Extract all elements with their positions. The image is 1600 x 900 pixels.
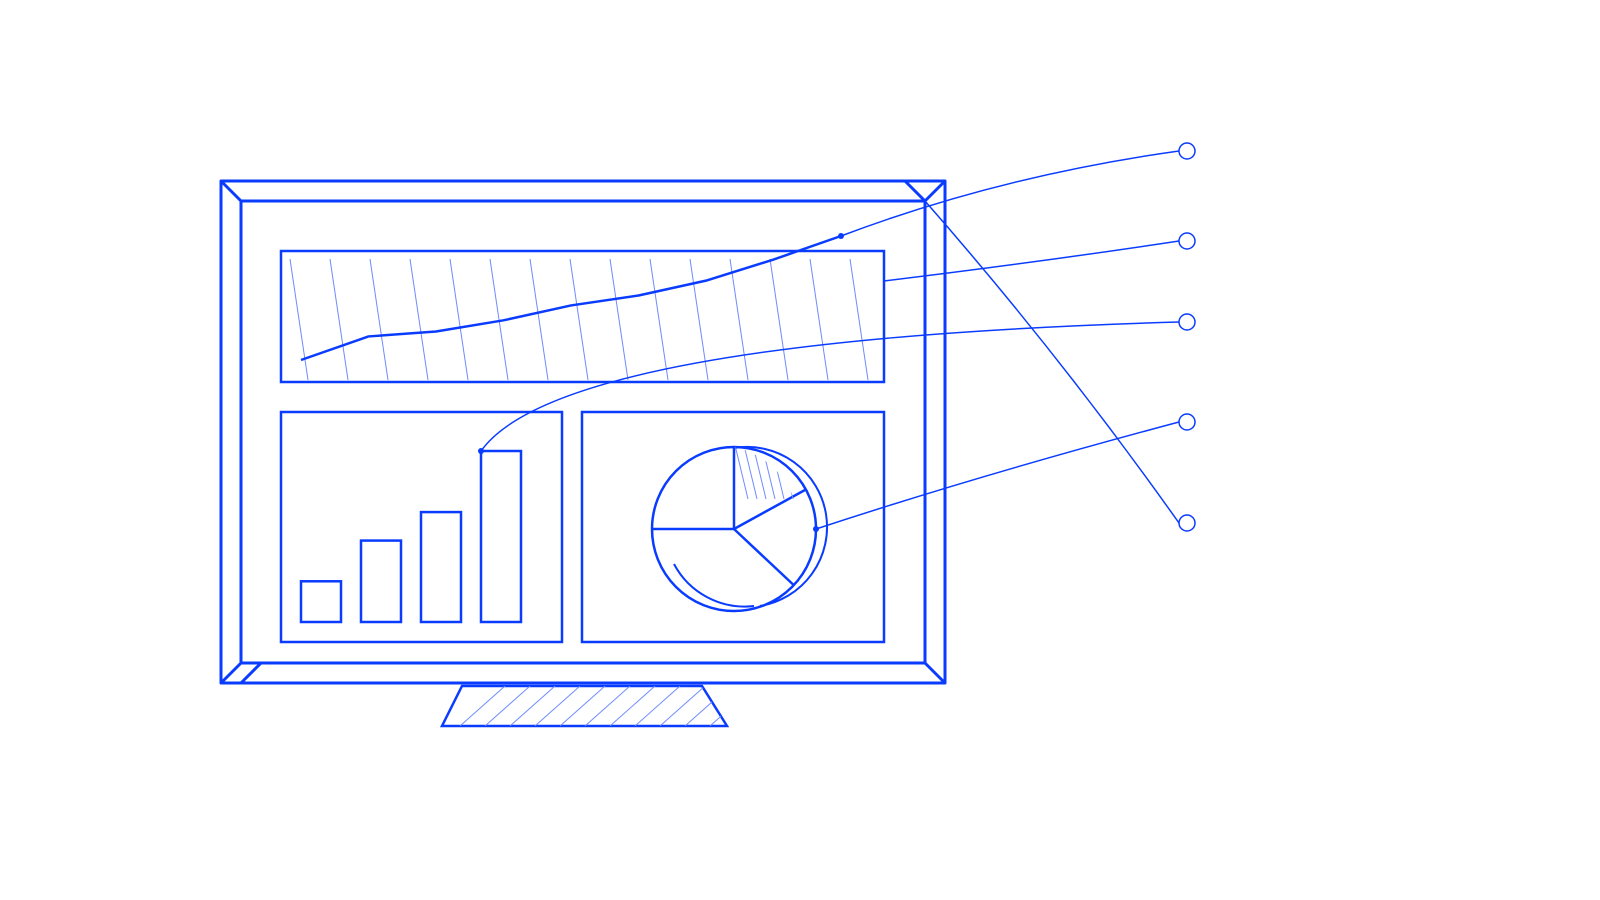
callout-pie-chart-marker: [1178, 413, 1196, 431]
bar: [419, 510, 463, 624]
pie-rim: [673, 563, 755, 608]
hatch-line: [484, 686, 531, 726]
callout-connectors: [480, 142, 1196, 532]
hatch-line: [735, 686, 780, 726]
callout-pie-chart-connector: [815, 421, 1180, 530]
hatch-line: [509, 686, 556, 726]
hatch-line: [709, 686, 727, 726]
line-chart-panel: [279, 233, 908, 384]
pie-slice-edge: [733, 528, 795, 587]
hatch-line: [634, 686, 681, 726]
callout-line-chart-marker: [1178, 142, 1196, 160]
hatch-line: [569, 258, 589, 381]
bar: [479, 449, 523, 624]
hatch-line: [729, 258, 749, 381]
callout-line-panel-marker: [1178, 232, 1196, 250]
line-chart-hatching: [289, 258, 908, 381]
hatch-line: [449, 258, 469, 381]
hatch-line: [769, 258, 789, 381]
callout-line-panel-connector: [883, 240, 1180, 282]
stand-base: [439, 684, 730, 728]
callout-monitor-frame-connector: [924, 200, 1180, 524]
callout-line-chart-connector: [840, 150, 1180, 237]
line-chart-frame: [279, 249, 886, 384]
callout-monitor-frame-marker: [1178, 514, 1196, 532]
hatch-line: [529, 258, 549, 381]
hatch-line: [459, 686, 506, 726]
pie-slice-edge: [733, 488, 807, 531]
bevel-top-right-corner: [903, 179, 927, 203]
hatch-line: [769, 447, 785, 500]
bar-chart-frame: [279, 410, 564, 644]
monitor-outer-bezel: [219, 179, 947, 685]
monitor-stand: [439, 684, 780, 728]
bevel-bottom-left: [219, 661, 243, 685]
hatch-line: [329, 258, 349, 381]
bevel-top-right: [923, 179, 947, 203]
hatch-line: [734, 447, 749, 500]
hatch-line: [689, 258, 709, 381]
hatch-line: [489, 258, 509, 381]
hatch-line: [409, 258, 429, 381]
bevel-bottom-left-corner: [239, 661, 263, 685]
hatch-line: [659, 686, 706, 726]
hatch-line: [649, 258, 669, 381]
hatch-line: [809, 258, 829, 381]
callout-bar-chart-marker: [1178, 313, 1196, 331]
hatch-line: [289, 258, 309, 381]
bar-chart-panel: [279, 410, 564, 644]
bar: [299, 580, 343, 624]
hatch-line: [609, 686, 656, 726]
bevel-top-left: [219, 179, 243, 203]
pie-chart: [650, 445, 829, 613]
pie-slice-hatching: [734, 447, 794, 500]
stand-hatching: [459, 686, 780, 726]
pie-chart-frame: [580, 410, 886, 644]
bevel-bottom-right: [923, 661, 947, 685]
hatch-line: [584, 686, 631, 726]
pie-chart-panel: [580, 410, 886, 644]
bar-chart-bars: [299, 448, 523, 624]
pie-rim: [733, 445, 829, 607]
bar: [359, 539, 403, 624]
hatch-line: [369, 258, 389, 381]
hatch-line: [742, 447, 758, 500]
hatch-line: [849, 258, 869, 381]
hatch-line: [890, 259, 908, 380]
line-chart-series: [300, 234, 842, 362]
monitor-frame: [219, 179, 947, 685]
monitor-screen: [239, 199, 927, 665]
callout-bar-chart-connector: [480, 321, 1180, 452]
hatch-line: [534, 686, 581, 726]
hatch-line: [609, 258, 629, 381]
hatch-line: [559, 686, 606, 726]
